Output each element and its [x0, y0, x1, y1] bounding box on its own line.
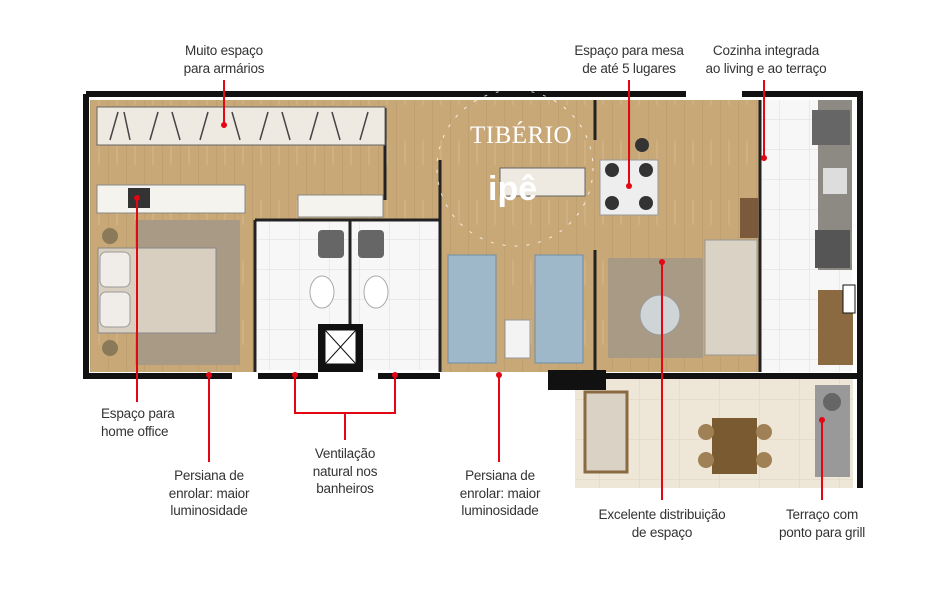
label-line: de até 5 lugares — [582, 60, 676, 76]
annotation-dots — [134, 122, 825, 423]
label-wardrobe: Muito espaço para armários — [184, 42, 265, 77]
label-distribution: Excelente distribuição de espaço — [599, 506, 726, 541]
label-line: de espaço — [631, 524, 693, 540]
label-line: Muito espaço — [185, 43, 263, 58]
label-terrace: Terraço com ponto para grill — [779, 506, 865, 541]
label-line: ponto para grill — [778, 524, 866, 540]
label-ventilation: Ventilação natural nos banheiros — [313, 445, 378, 498]
label-line: luminosidade — [170, 503, 248, 518]
watermark-logo: TIBÉRIO — [470, 122, 573, 149]
sofa — [704, 239, 758, 356]
label-line: para armários — [183, 60, 265, 76]
label-blind-left: Persiana de enrolar: maior luminosidade — [168, 467, 250, 520]
label-kitchen: Cozinha integrada ao living e ao terraço — [706, 42, 827, 77]
label-blind-right: Persiana de enrolar: maior luminosidade — [459, 467, 541, 520]
label-line: Persiana de — [465, 468, 535, 483]
label-line: home office — [101, 423, 169, 439]
wardrobe — [96, 106, 386, 146]
watermark-ring — [436, 89, 594, 247]
label-home-office: Espaço para home office — [101, 405, 175, 440]
label-line: Cozinha integrada — [712, 43, 820, 58]
watermark-sub: ipê — [488, 170, 538, 208]
label-dining: Espaço para mesa de até 5 lugares — [574, 42, 684, 77]
label-line: Ventilação — [314, 446, 376, 461]
single-bed-2 — [534, 254, 584, 364]
terrace-bench — [583, 390, 629, 474]
annotation-lines — [136, 80, 823, 500]
label-line: ao living e ao terraço — [705, 60, 827, 76]
column — [548, 370, 606, 390]
outer-walls — [83, 91, 863, 488]
label-line: Persiana de — [174, 468, 244, 483]
label-line: natural nos — [312, 463, 378, 479]
desk — [96, 184, 246, 214]
label-line: Terraço com — [785, 507, 859, 522]
terrace-table — [712, 418, 757, 474]
label-line: enrolar: maior — [459, 485, 541, 501]
label-line: Excelente distribuição — [598, 507, 726, 522]
label-line: Espaço para — [101, 406, 175, 421]
single-bed-1 — [447, 254, 497, 364]
label-line: enrolar: maior — [168, 485, 250, 501]
label-line: banheiros — [316, 481, 374, 496]
label-line: luminosidade — [461, 503, 539, 518]
inner-walls — [253, 100, 762, 372]
label-line: Espaço para mesa — [574, 43, 684, 58]
wardrobe-2 — [499, 167, 586, 197]
